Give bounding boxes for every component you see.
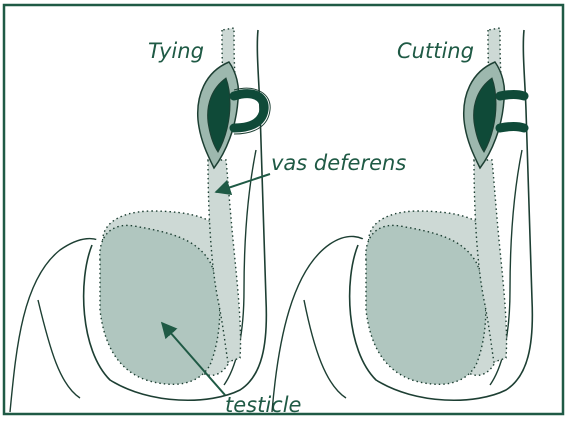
- cut-end-lower: [500, 127, 524, 129]
- skin-outline-right-2: [304, 300, 346, 398]
- tying-panel: Tying vas deferens testicle: [10, 28, 406, 417]
- cutting-label: Cutting: [397, 39, 474, 63]
- cut-end-upper: [500, 95, 524, 97]
- vas-deferens-label: vas deferens: [271, 151, 406, 175]
- tying-label: Tying: [148, 39, 204, 63]
- skin-outline-left-2: [38, 300, 80, 398]
- testicle-label: testicle: [225, 393, 301, 417]
- cutting-panel: Cutting: [272, 28, 532, 412]
